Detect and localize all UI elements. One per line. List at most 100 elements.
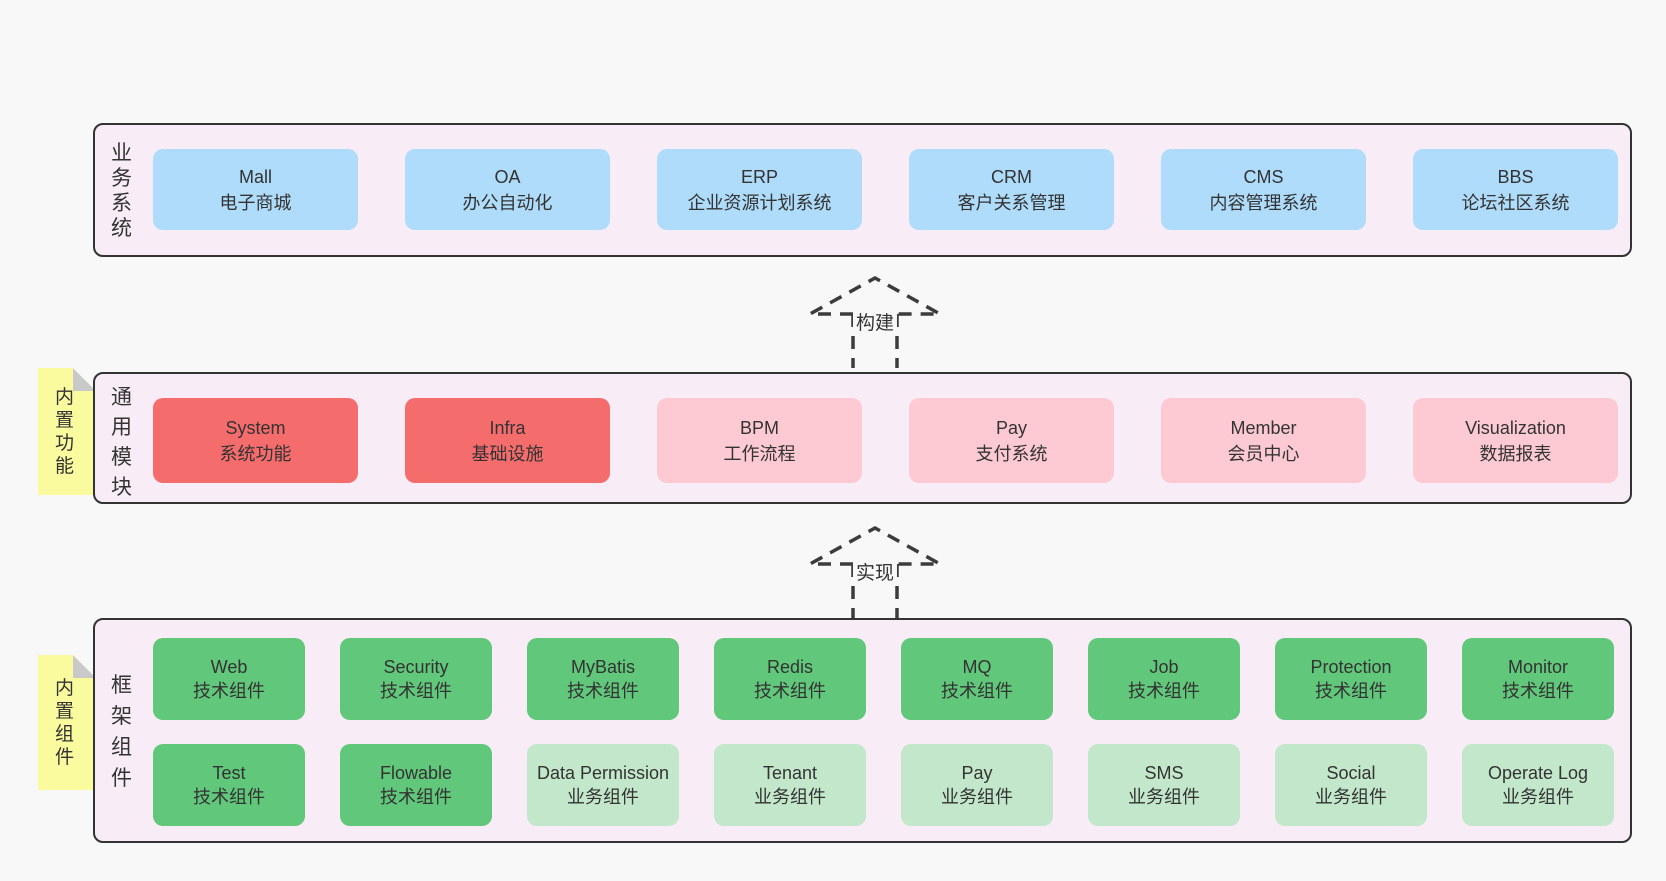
box-title: Test <box>212 763 246 783</box>
box-tenant: Tenant 业务组件 <box>714 744 866 826</box>
box-infra: Infra 基础设施 <box>405 398 610 483</box>
business-box-row: Mall 电子商城 OA 办公自动化 ERP 企业资源计划系统 CRM 客户关系… <box>153 149 1618 230</box>
box-subtitle: 系统功能 <box>219 443 292 464</box>
box-subtitle: 技术组件 <box>754 681 826 701</box>
box-pay: Pay 支付系统 <box>909 398 1114 483</box>
box-cms: CMS 内容管理系统 <box>1161 149 1366 230</box>
box-title: Social <box>1326 763 1376 783</box>
box-title: MQ <box>962 657 992 677</box>
box-subtitle: 电子商城 <box>219 192 292 213</box>
components-box-row-2: Test 技术组件 Flowable 技术组件 Data Permission … <box>153 744 1614 826</box>
box-subtitle: 会员中心 <box>1227 443 1300 464</box>
box-title: Flowable <box>379 763 453 783</box>
section-label: 框架组件 <box>111 674 132 790</box>
box-social: Social 业务组件 <box>1275 744 1427 826</box>
arrow-label: 构建 <box>852 308 898 335</box>
box-subtitle: 办公自动化 <box>462 192 553 213</box>
arrow-label: 实现 <box>852 558 898 585</box>
note-label: 内置组件 <box>54 677 74 768</box>
box-sms: SMS 业务组件 <box>1088 744 1240 826</box>
box-security: Security 技术组件 <box>340 638 492 720</box>
note-label: 内置功能 <box>54 386 74 477</box>
components-box-row-1: Web 技术组件 Security 技术组件 MyBatis 技术组件 Redi… <box>153 638 1614 720</box>
box-subtitle: 业务组件 <box>1315 787 1387 807</box>
box-title: Infra <box>489 417 526 438</box>
box-subtitle: 业务组件 <box>1502 787 1574 807</box>
sticky-note-built-in-functions: 内置功能 <box>38 368 96 495</box>
box-subtitle: 技术组件 <box>380 681 452 701</box>
section-framework-components: 框架组件 Web 技术组件 Security 技术组件 MyBatis 技术组件… <box>93 618 1632 843</box>
arrow-build: 构建 <box>805 271 945 368</box>
box-title: Redis <box>766 657 814 677</box>
box-subtitle: 论坛社区系统 <box>1461 192 1570 213</box>
box-subtitle: 技术组件 <box>1315 681 1387 701</box>
box-subtitle: 技术组件 <box>193 681 265 701</box>
box-subtitle: 技术组件 <box>941 681 1013 701</box>
box-system: System 系统功能 <box>153 398 358 483</box>
box-protection: Protection 技术组件 <box>1275 638 1427 720</box>
box-monitor: Monitor 技术组件 <box>1462 638 1614 720</box>
box-title: BBS <box>1497 166 1534 187</box>
box-title: MyBatis <box>570 657 635 677</box>
box-subtitle: 客户关系管理 <box>957 192 1066 213</box>
box-subtitle: 技术组件 <box>380 787 452 807</box>
box-title: Mall <box>238 166 272 187</box>
modules-box-row: System 系统功能 Infra 基础设施 BPM 工作流程 Pay 支付系统… <box>153 398 1618 483</box>
box-title: Web <box>210 657 248 677</box>
box-member: Member 会员中心 <box>1161 398 1366 483</box>
box-title: Operate Log <box>1487 763 1589 783</box>
box-title: CMS <box>1243 166 1284 187</box>
box-title: CRM <box>991 166 1032 187</box>
box-bpm: BPM 工作流程 <box>657 398 862 483</box>
box-bbs: BBS 论坛社区系统 <box>1413 149 1618 230</box>
box-subtitle: 基础设施 <box>471 443 544 464</box>
box-subtitle: 业务组件 <box>567 787 639 807</box>
box-title: Protection <box>1310 657 1392 677</box>
box-operate-log: Operate Log 业务组件 <box>1462 744 1614 826</box>
box-subtitle: 企业资源计划系统 <box>687 192 832 213</box>
box-title: Pay <box>961 763 993 783</box>
box-title: OA <box>494 166 521 187</box>
section-common-modules: 通用模块 System 系统功能 Infra 基础设施 BPM 工作流程 Pay… <box>93 372 1632 504</box>
box-title: SMS <box>1144 763 1184 783</box>
box-web: Web 技术组件 <box>153 638 305 720</box>
box-subtitle: 技术组件 <box>1128 681 1200 701</box>
box-subtitle: 工作流程 <box>723 443 796 464</box>
box-subtitle: 业务组件 <box>941 787 1013 807</box>
box-job: Job 技术组件 <box>1088 638 1240 720</box>
box-title: ERP <box>740 166 778 187</box>
box-title: System <box>225 417 286 438</box>
box-title: Pay <box>995 417 1028 438</box>
box-title: Security <box>383 657 449 677</box>
box-redis: Redis 技术组件 <box>714 638 866 720</box>
box-test: Test 技术组件 <box>153 744 305 826</box>
box-flowable: Flowable 技术组件 <box>340 744 492 826</box>
box-mq: MQ 技术组件 <box>901 638 1053 720</box>
box-title: Visualization <box>1465 417 1566 438</box>
box-title: Monitor <box>1507 657 1569 677</box>
section-label: 通用模块 <box>111 386 132 499</box>
box-erp: ERP 企业资源计划系统 <box>657 149 862 230</box>
box-mybatis: MyBatis 技术组件 <box>527 638 679 720</box>
box-title: Tenant <box>762 763 818 783</box>
box-oa: OA 办公自动化 <box>405 149 610 230</box>
box-visualization: Visualization 数据报表 <box>1413 398 1618 483</box>
arrow-implement: 实现 <box>805 521 945 618</box>
box-title: BPM <box>739 417 779 438</box>
box-subtitle: 技术组件 <box>193 787 265 807</box>
box-title: Data Permission <box>536 763 670 783</box>
box-mall: Mall 电子商城 <box>153 149 358 230</box>
section-label: 业务系统 <box>111 142 132 240</box>
box-crm: CRM 客户关系管理 <box>909 149 1114 230</box>
box-pay-biz: Pay 业务组件 <box>901 744 1053 826</box>
sticky-note-built-in-components: 内置组件 <box>38 655 96 790</box>
box-subtitle: 技术组件 <box>567 681 639 701</box>
box-subtitle: 支付系统 <box>975 443 1048 464</box>
box-subtitle: 业务组件 <box>754 787 826 807</box>
box-subtitle: 数据报表 <box>1479 443 1552 464</box>
box-title: Member <box>1230 417 1297 438</box>
section-business-systems: 业务系统 Mall 电子商城 OA 办公自动化 ERP 企业资源计划系统 CRM… <box>93 123 1632 257</box>
box-data-permission: Data Permission 业务组件 <box>527 744 679 826</box>
box-subtitle: 技术组件 <box>1502 681 1574 701</box>
